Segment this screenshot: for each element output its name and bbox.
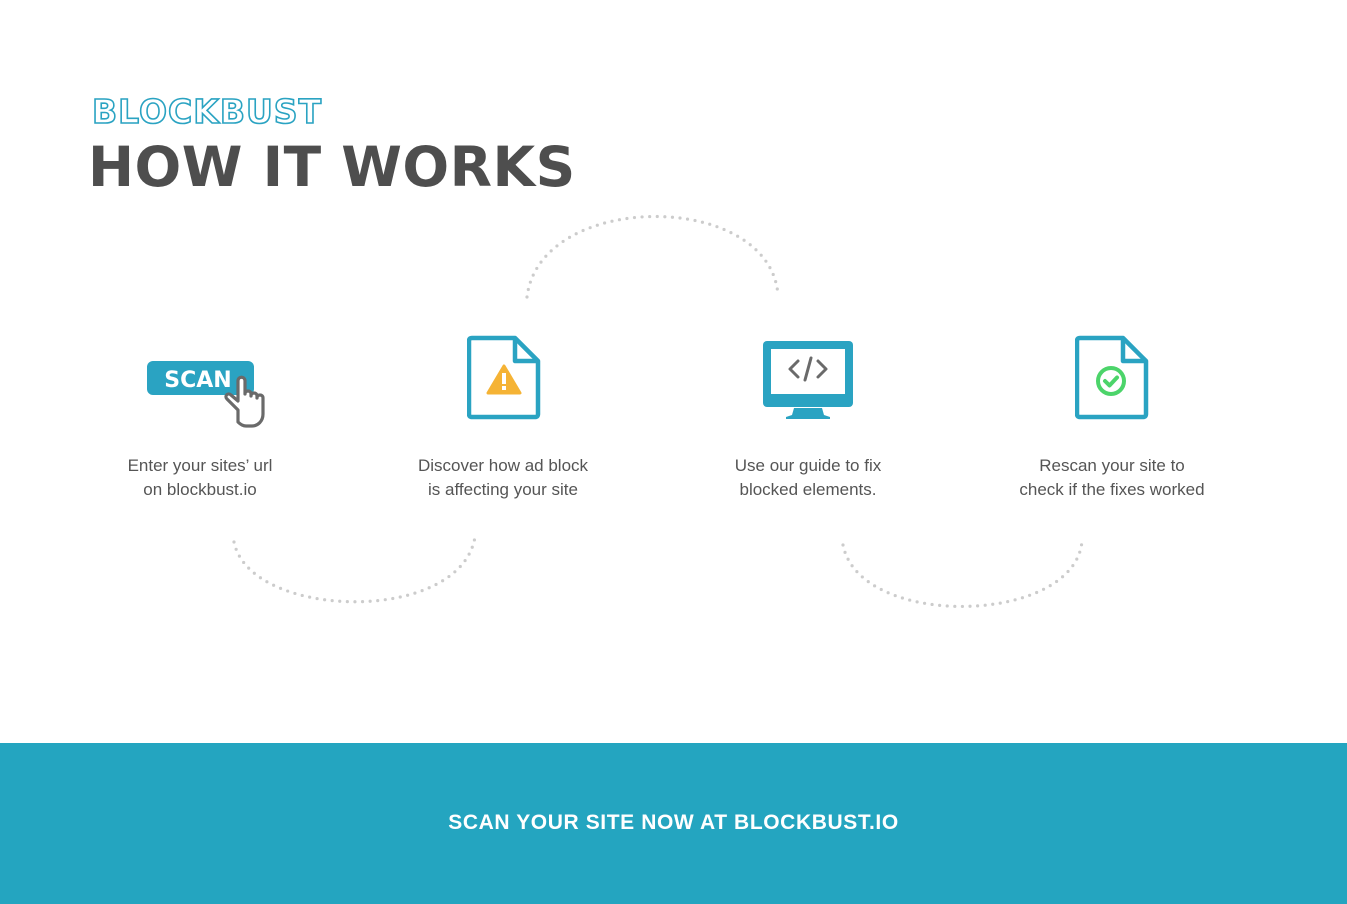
step-3-line-1: Use our guide to fix xyxy=(734,456,882,475)
step-3-line-2: blocked elements. xyxy=(739,480,877,499)
monitor-code-icon xyxy=(763,341,853,419)
arc-step3-to-step4 xyxy=(841,539,1084,608)
step-2-icon xyxy=(466,334,542,420)
document-warning-icon xyxy=(466,335,541,420)
step-1-line-2: on blockbust.io xyxy=(143,480,257,499)
arc-step1-to-step2 xyxy=(232,535,477,604)
page-title: HOW IT WORKS xyxy=(88,135,576,199)
step-3-caption: Use our guide to fix blocked elements. xyxy=(678,454,938,502)
step-4-line-2: check if the fixes worked xyxy=(1019,480,1205,499)
step-3-icon xyxy=(762,340,854,420)
step-1-line-1: Enter your sites’ url xyxy=(127,456,273,475)
step-2-caption: Discover how ad block is affecting your … xyxy=(373,454,633,502)
document-check-icon xyxy=(1074,335,1149,420)
step-4-line-1: Rescan your site to xyxy=(1039,456,1185,475)
scan-button-cursor-icon: SCAN xyxy=(147,361,265,428)
step-2-line-1: Discover how ad block xyxy=(417,456,589,475)
brand-logo: BLOCKBUST xyxy=(91,91,323,132)
step-4-caption: Rescan your site to check if the fixes w… xyxy=(982,454,1242,502)
step-4-icon xyxy=(1074,334,1150,420)
footer-banner: SCAN YOUR SITE NOW AT BLOCKBUST.IO xyxy=(0,743,1347,904)
arc-step2-to-step3 xyxy=(525,214,780,299)
step-1-caption: Enter your sites’ url on blockbust.io xyxy=(70,454,330,502)
scan-label: SCAN xyxy=(164,368,231,393)
step-2-line-2: is affecting your site xyxy=(428,480,578,499)
step-1-icon: SCAN xyxy=(146,358,271,430)
scan-cta-link[interactable]: SCAN YOUR SITE NOW AT BLOCKBUST.IO xyxy=(448,811,899,834)
